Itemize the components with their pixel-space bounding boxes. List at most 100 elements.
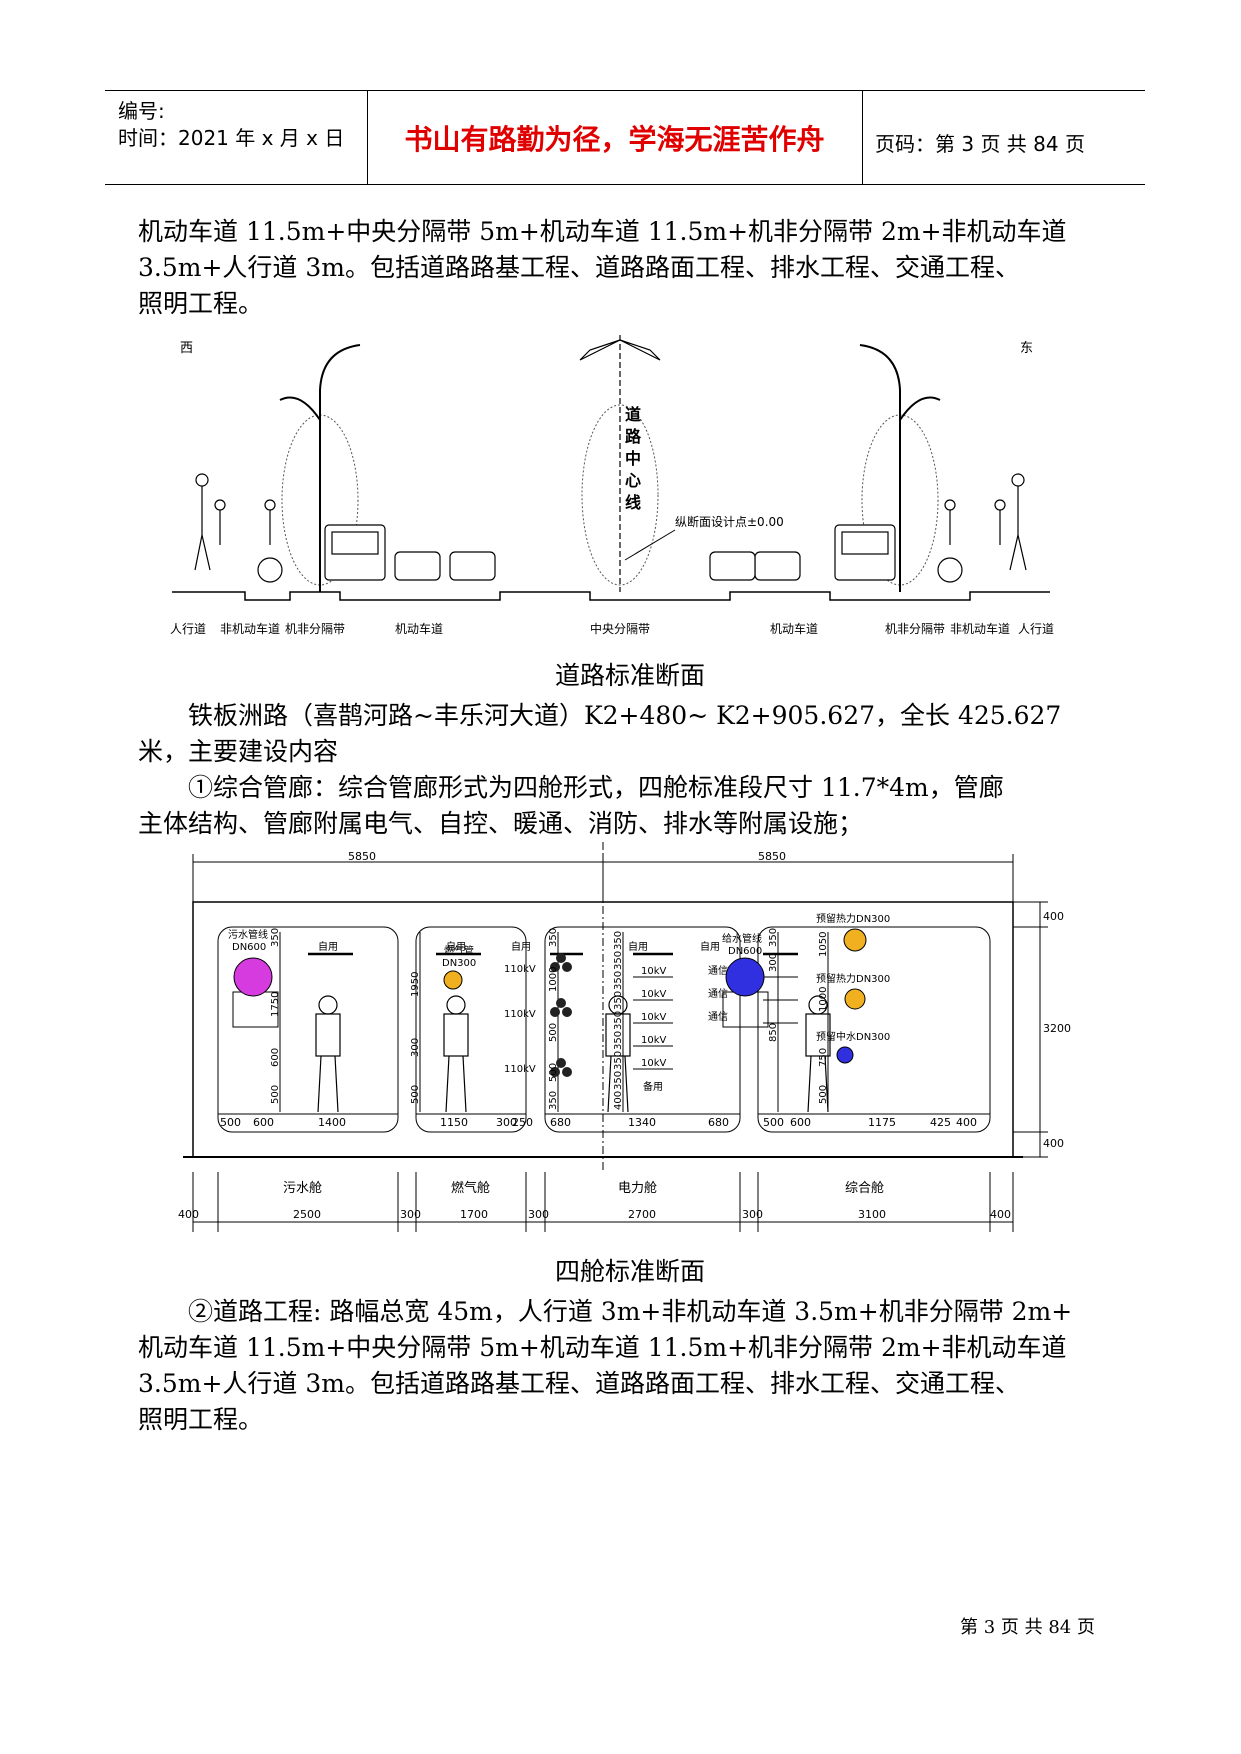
- svg-text:500: 500: [548, 1063, 559, 1082]
- cabin-names: 污水舱 燃气舱 电力舱 综合舱: [283, 1180, 884, 1196]
- svg-text:350: 350: [548, 1091, 559, 1110]
- svg-text:350: 350: [613, 1051, 624, 1070]
- cyclist-icon: [257, 499, 963, 583]
- road-cross-section-figure: 西 东 道 路 中 心 线 纵断面设计点±0.00: [170, 335, 1054, 636]
- svg-text:400: 400: [956, 1116, 977, 1129]
- svg-text:自用: 自用: [446, 940, 466, 953]
- header-top-rule: [105, 90, 1145, 91]
- svg-text:400: 400: [613, 1091, 624, 1110]
- zone-label: 非机动车道: [950, 621, 1010, 636]
- figure2-caption: 四舱标准断面: [554, 1257, 705, 1286]
- svg-text:备用: 备用: [643, 1080, 663, 1093]
- svg-text:350: 350: [768, 928, 779, 947]
- svg-text:中: 中: [625, 449, 641, 468]
- svg-text:道: 道: [625, 405, 641, 424]
- zone-label: 中央分隔带: [590, 621, 650, 636]
- svg-text:10kV: 10kV: [641, 989, 667, 1000]
- svg-text:1950: 1950: [410, 972, 421, 997]
- svg-text:1400: 1400: [318, 1116, 346, 1129]
- svg-text:心: 心: [625, 471, 641, 490]
- svg-text:750: 750: [818, 1048, 829, 1067]
- svg-text:425: 425: [930, 1116, 951, 1129]
- svg-text:自用: 自用: [628, 940, 648, 953]
- svg-text:300: 300: [528, 1208, 549, 1221]
- svg-text:350: 350: [270, 928, 281, 947]
- svg-text:10kV: 10kV: [641, 966, 667, 977]
- design-point-leader: [624, 529, 676, 561]
- dimension-labels: 5850 5850 400 3200 400 400 2500 300 1700…: [178, 850, 1071, 1221]
- svg-text:350: 350: [613, 991, 624, 1010]
- svg-text:燃气管: 燃气管: [444, 944, 474, 957]
- design-point-label: 纵断面设计点±0.00: [675, 514, 784, 529]
- ground-profile: [172, 591, 1050, 601]
- svg-text:350: 350: [613, 1031, 624, 1050]
- svg-text:10kV: 10kV: [641, 1058, 667, 1069]
- svg-text:400: 400: [178, 1208, 199, 1221]
- reserve-heat-pipe-icon: [843, 928, 867, 952]
- svg-text:路: 路: [625, 427, 642, 446]
- svg-text:DN600: DN600: [728, 946, 762, 957]
- svg-text:680: 680: [708, 1116, 729, 1129]
- center-line-marker: [579, 335, 661, 592]
- pedestrian-icon: [194, 473, 1027, 571]
- svg-text:110kV: 110kV: [504, 1009, 536, 1020]
- paragraph-tiebanzhou-road: 铁板洲路（喜鹊河路~丰乐河大道）K2+480~ K2+905.627，全长 42…: [138, 698, 1138, 770]
- text-line: 主体结构、管廊附属电气、自控、暖通、消防、排水等附属设施；: [138, 809, 864, 838]
- svg-text:1700: 1700: [460, 1208, 488, 1221]
- header-divider-left: [367, 90, 368, 184]
- worker-icon: [315, 995, 831, 1113]
- svg-text:350: 350: [613, 1011, 624, 1030]
- svg-text:2500: 2500: [293, 1208, 321, 1221]
- svg-text:500: 500: [548, 1023, 559, 1042]
- svg-text:5850: 5850: [758, 850, 786, 863]
- header-page: 页码：第 3 页 共 84 页: [875, 132, 1085, 156]
- svg-text:DN300: DN300: [442, 958, 476, 969]
- text-line: 机动车道 11.5m+中央分隔带 5m+机动车道 11.5m+机非分隔带 2m+…: [138, 1333, 1067, 1362]
- svg-text:1175: 1175: [868, 1116, 896, 1129]
- four-cabin-section-figure: 5850 5850 400 3200 400 400 2500 300 1700…: [178, 842, 1071, 1232]
- svg-text:400: 400: [990, 1208, 1011, 1221]
- svg-text:1000: 1000: [548, 967, 559, 992]
- header-bottom-rule: [105, 184, 1145, 185]
- svg-text:600: 600: [253, 1116, 274, 1129]
- svg-text:预留热力DN300: 预留热力DN300: [816, 972, 890, 985]
- svg-text:350: 350: [613, 1071, 624, 1090]
- svg-text:1750: 1750: [270, 992, 281, 1017]
- svg-text:预留热力DN300: 预留热力DN300: [816, 912, 890, 925]
- svg-text:污水舱: 污水舱: [283, 1181, 322, 1196]
- svg-text:自用: 自用: [511, 940, 531, 953]
- svg-text:5850: 5850: [348, 850, 376, 863]
- svg-text:给水管线: 给水管线: [722, 932, 762, 945]
- svg-text:680: 680: [550, 1116, 571, 1129]
- svg-text:综合舱: 综合舱: [845, 1181, 884, 1196]
- zone-label: 非机动车道: [220, 621, 280, 636]
- svg-text:1340: 1340: [628, 1116, 656, 1129]
- svg-text:通信: 通信: [708, 1011, 728, 1023]
- cabin-utility: [757, 926, 991, 1133]
- text-line: 机动车道 11.5m+中央分隔带 5m+机动车道 11.5m+机非分隔带 2m+…: [138, 217, 1067, 246]
- svg-text:10kV: 10kV: [641, 1012, 667, 1023]
- text-line: ②道路工程: 路幅总宽 45m，人行道 3m+非机动车道 3.5m+机非分隔带 …: [188, 1297, 1073, 1326]
- svg-text:1000: 1000: [818, 987, 829, 1012]
- svg-text:1050: 1050: [818, 932, 829, 957]
- header-motto: 书山有路勤为径，学海无涯苦作舟: [404, 123, 825, 156]
- east-label: 东: [1020, 341, 1033, 356]
- svg-text:400: 400: [1043, 1137, 1064, 1150]
- street-lamp-icon: [279, 344, 941, 592]
- gas-pipe-icon: [443, 970, 463, 990]
- figure1-caption: 道路标准断面: [554, 661, 705, 690]
- paragraph-road-engineering: ②道路工程: 路幅总宽 45m，人行道 3m+非机动车道 3.5m+机非分隔带 …: [138, 1294, 1138, 1438]
- svg-text:300: 300: [496, 1116, 517, 1129]
- svg-text:自用: 自用: [318, 940, 338, 953]
- text-line: ①综合管廊：综合管廊形式为四舱形式，四舱标准段尺寸 11.7*4m，管廊: [188, 773, 1004, 802]
- svg-text:污水管线: 污水管线: [228, 928, 268, 941]
- svg-text:电力舱: 电力舱: [618, 1181, 657, 1196]
- zone-label: 机非分隔带: [285, 622, 345, 636]
- svg-text:400: 400: [1043, 910, 1064, 923]
- hv-cable-rack: [550, 953, 572, 1077]
- zone-labels: 人行道 非机动车道 机非分隔带 机动车道 中央分隔带 机动车道 机非分隔带 非机…: [170, 621, 1054, 636]
- svg-text:500: 500: [220, 1116, 241, 1129]
- paragraph-road-continued: 机动车道 11.5m+中央分隔带 5m+机动车道 11.5m+机非分隔带 2m+…: [138, 214, 1138, 322]
- bus-icon: [324, 524, 896, 581]
- svg-text:500: 500: [270, 1085, 281, 1104]
